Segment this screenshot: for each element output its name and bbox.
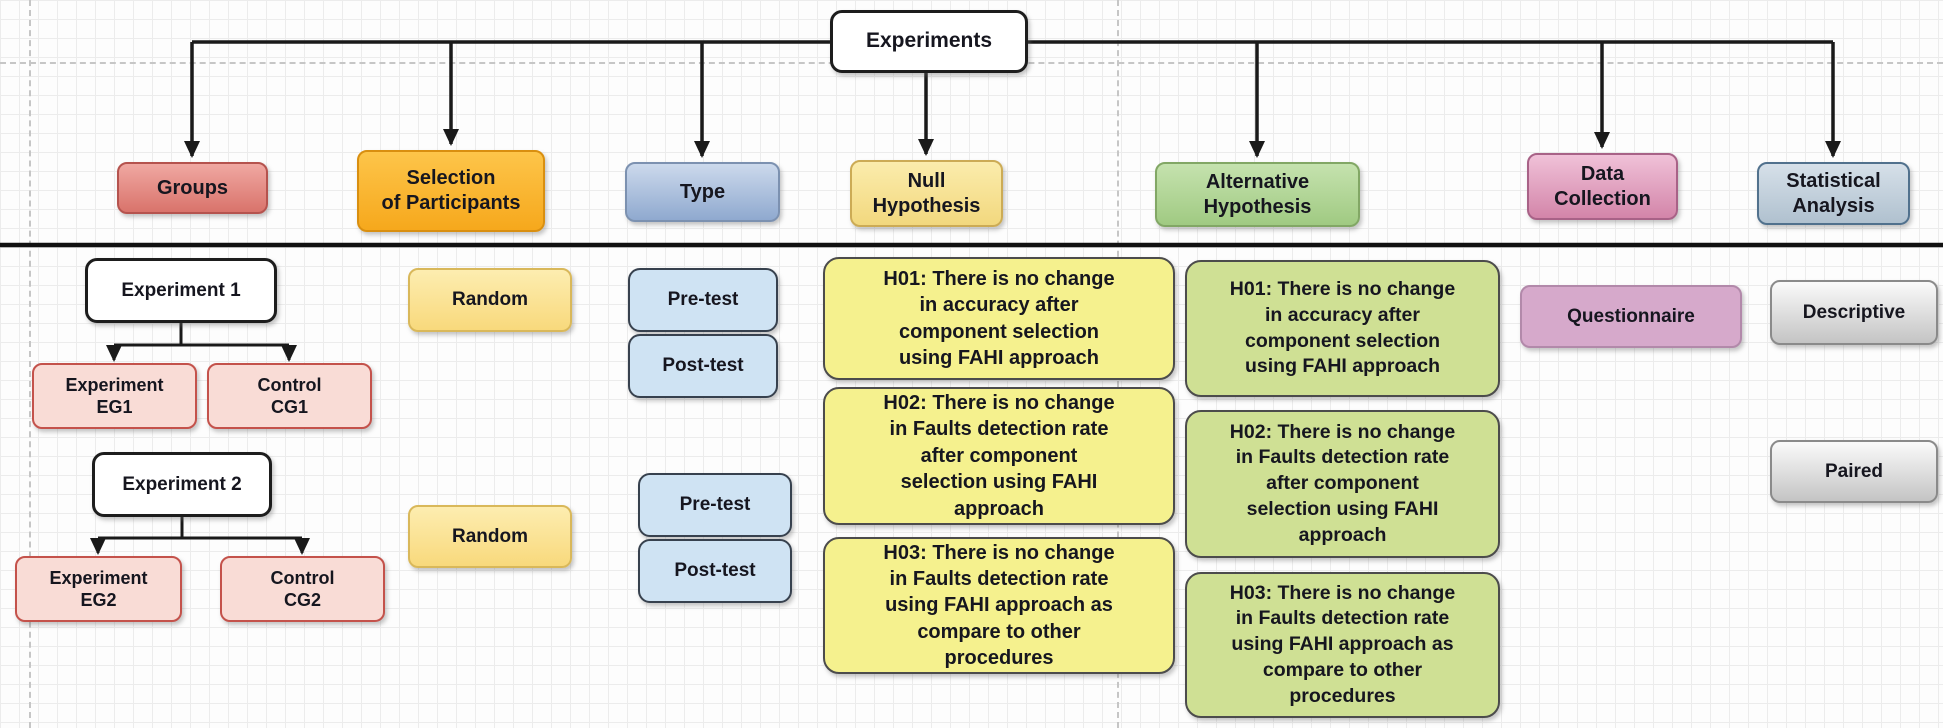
node-null-h01: H01: There is no change in accuracy afte…	[823, 257, 1175, 380]
node-random-2: Random	[408, 505, 572, 568]
header-null-hypothesis: Null Hypothesis	[850, 160, 1003, 227]
node-experiment-eg2: Experiment EG2	[15, 556, 182, 622]
node-descriptive: Descriptive	[1770, 280, 1938, 345]
node-post-test-2: Post-test	[638, 539, 792, 603]
node-experiments: Experiments	[830, 10, 1028, 73]
node-experiment-eg1: Experiment EG1	[32, 363, 197, 429]
node-questionnaire: Questionnaire	[1520, 285, 1742, 348]
node-pre-test-2: Pre-test	[638, 473, 792, 537]
node-paired: Paired	[1770, 440, 1938, 503]
node-null-h03: H03: There is no change in Faults detect…	[823, 537, 1175, 674]
node-random-1: Random	[408, 268, 572, 332]
node-control-cg1: Control CG1	[207, 363, 372, 429]
node-alternative-h02: H02: There is no change in Faults detect…	[1185, 410, 1500, 558]
header-groups: Groups	[117, 162, 268, 214]
node-alternative-h01: H01: There is no change in accuracy afte…	[1185, 260, 1500, 397]
node-experiment-2: Experiment 2	[92, 452, 272, 517]
node-post-test-1: Post-test	[628, 334, 778, 398]
header-data-collection: Data Collection	[1527, 153, 1678, 220]
header-type: Type	[625, 162, 780, 222]
node-pre-test-1: Pre-test	[628, 268, 778, 332]
header-statistical-analysis: Statistical Analysis	[1757, 162, 1910, 225]
header-selection-of-participants: Selection of Participants	[357, 150, 545, 232]
node-control-cg2: Control CG2	[220, 556, 385, 622]
header-alternative-hypothesis: Alternative Hypothesis	[1155, 162, 1360, 227]
node-null-h02: H02: There is no change in Faults detect…	[823, 387, 1175, 525]
node-alternative-h03: H03: There is no change in Faults detect…	[1185, 572, 1500, 718]
node-experiment-1: Experiment 1	[85, 258, 277, 323]
